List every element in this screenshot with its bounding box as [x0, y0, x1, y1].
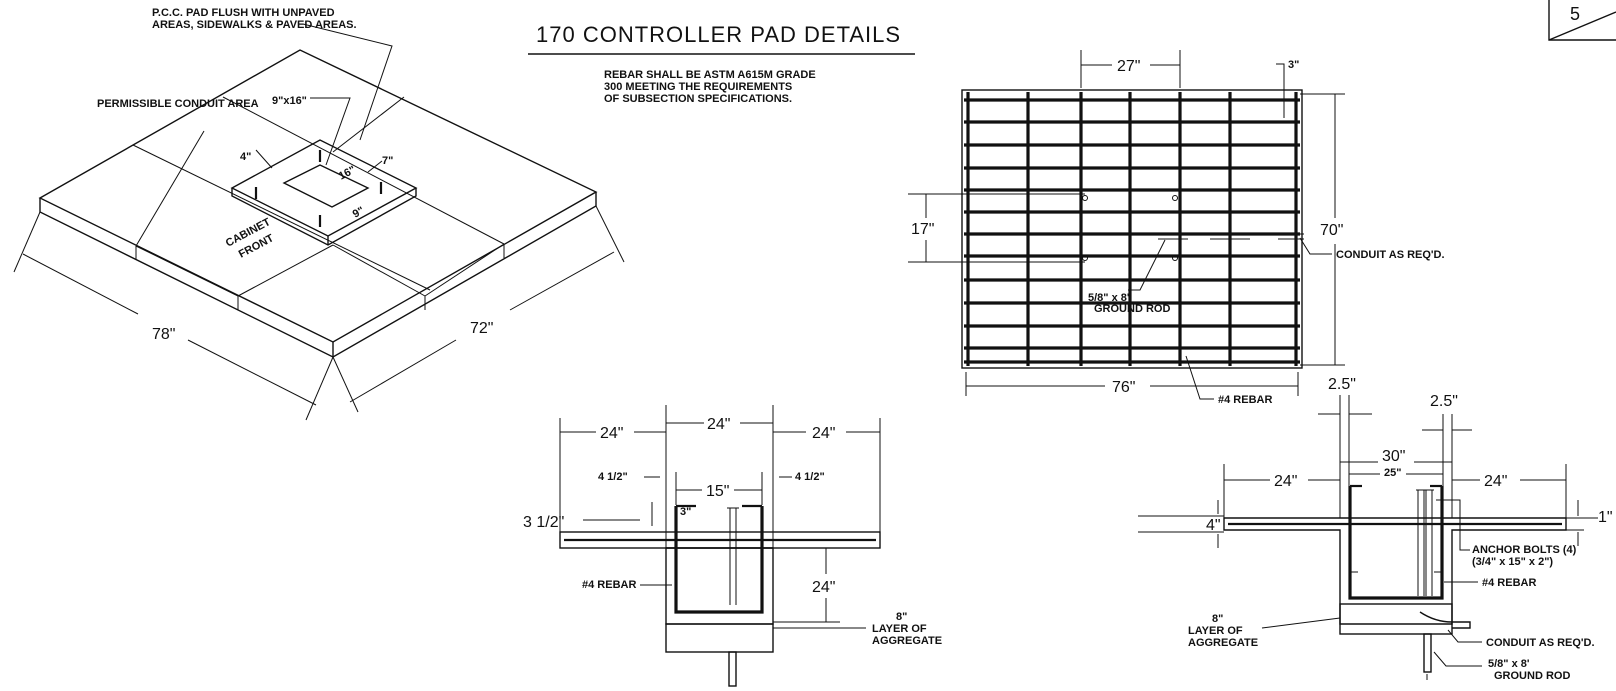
plan-ground-rod-line-1: 5/8" x 8' — [1088, 292, 1130, 304]
note-line-1: REBAR SHALL BE ASTM A615M GRADE — [604, 69, 816, 81]
opening-size-label: 9"x16" — [272, 95, 307, 107]
dim-76-label: 76" — [1112, 379, 1135, 396]
plan-conduit-label: CONDUIT AS REQ'D. — [1336, 249, 1445, 261]
plan-rebar-view: 27" 3" 17" 70" CONDUIT AS REQ'D. 5/8" x … — [908, 50, 1445, 406]
dim-9-label: 9" — [351, 205, 367, 221]
page-title: 170 CONTROLLER PAD DETAILS — [536, 22, 901, 47]
sheet-number: 5 — [1570, 4, 1580, 24]
section-a-view: 24" 24" 24" 4 1/2" 4 1/2" 15" 3 1/2" — [523, 405, 942, 687]
sec-b-dim-30: 30" — [1382, 448, 1405, 465]
dim-16-label: 16" — [337, 164, 358, 183]
sec-a-dim-24-right: 24" — [812, 425, 835, 442]
conduit-area-label: PERMISSIBLE CONDUIT AREA — [97, 98, 259, 110]
sec-b-dim-2-5-left: 2.5" — [1328, 376, 1356, 393]
dim-7-label: 7" — [382, 155, 393, 167]
sheet-number-box: 5 — [1548, 0, 1616, 41]
sec-a-dim-4half-right: 4 1/2" — [795, 471, 825, 483]
dim-27-label: 27" — [1117, 58, 1140, 75]
dim-78-label: 78" — [152, 326, 175, 343]
sec-b-rebar-label: #4 REBAR — [1482, 577, 1536, 589]
sec-b-dim-25: 25" — [1384, 467, 1401, 479]
section-b-view: 2.5" 2.5" 30" 25" 24" 24" — [1138, 376, 1613, 682]
dim-70-label: 70" — [1320, 222, 1343, 239]
dim-3-label: 3" — [1288, 59, 1299, 71]
sec-b-dim-24-right: 24" — [1484, 473, 1507, 490]
sec-a-dim-3half: 3 1/2" — [523, 514, 564, 531]
sec-b-conduit-label: CONDUIT AS REQ'D. — [1486, 637, 1595, 649]
pcc-note-line-2: AREAS, SIDEWALKS & PAVED AREAS. — [152, 19, 357, 31]
sec-b-agg-3: AGGREGATE — [1188, 637, 1258, 649]
title-block: 170 CONTROLLER PAD DETAILS REBAR SHALL B… — [528, 22, 915, 105]
rebar-grid — [964, 92, 1300, 366]
pcc-note-line-1: P.C.C. PAD FLUSH WITH UNPAVED — [152, 7, 335, 19]
sec-b-ground-rod-1: 5/8" x 8' — [1488, 658, 1530, 670]
note-line-2: 300 MEETING THE REQUIREMENTS — [604, 81, 792, 93]
sec-a-dim-24-mid: 24" — [707, 416, 730, 433]
note-line-3: OF SUBSECTION SPECIFICATIONS. — [604, 93, 792, 105]
sec-a-dim-15: 15" — [706, 483, 729, 500]
sec-a-dim-4half-left: 4 1/2" — [598, 471, 628, 483]
sec-b-dim-2-5-right: 2.5" — [1430, 393, 1458, 410]
sec-b-dim-4: 4" — [1206, 517, 1221, 534]
plan-rebar-label: #4 REBAR — [1218, 394, 1272, 406]
plan-ground-rod-line-2: GROUND ROD — [1094, 303, 1170, 315]
sec-b-dim-24-left: 24" — [1274, 473, 1297, 490]
sec-a-agg-3: AGGREGATE — [872, 635, 942, 647]
dim-72-label: 72" — [470, 320, 493, 337]
sec-a-agg-1: 8" — [896, 611, 907, 623]
dim-17-label: 17" — [911, 221, 934, 238]
sec-a-dim-24-depth: 24" — [812, 579, 835, 596]
sec-b-anchor-line-1: ANCHOR BOLTS (4) — [1472, 544, 1577, 556]
sec-b-anchor-line-2: (3/4" x 15" x 2") — [1472, 556, 1553, 568]
sec-b-dim-1: 1" — [1598, 509, 1613, 526]
sec-a-rebar-label: #4 REBAR — [582, 579, 636, 591]
sec-b-ground-rod-2: GROUND ROD — [1494, 670, 1570, 682]
sec-a-dim-3: 3" — [680, 506, 691, 518]
sec-a-dim-24-left: 24" — [600, 425, 623, 442]
isometric-pad-view: P.C.C. PAD FLUSH WITH UNPAVED AREAS, SID… — [13, 7, 625, 421]
sec-b-agg-2: LAYER OF — [1188, 625, 1243, 637]
sec-a-agg-2: LAYER OF — [872, 623, 927, 635]
dim-4-label: 4" — [240, 151, 251, 163]
sec-b-agg-1: 8" — [1212, 613, 1223, 625]
